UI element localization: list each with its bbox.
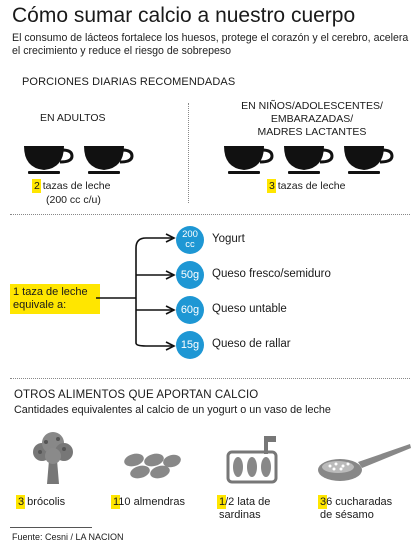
portions-divider xyxy=(188,103,189,203)
page-subtitle: El consumo de lácteos fortalece los hues… xyxy=(12,32,409,57)
cup-icon xyxy=(24,146,74,174)
badge-queso-fresco: 50g xyxy=(176,261,204,289)
badge-yogurt: 200 cc xyxy=(176,226,204,254)
adults-highlight xyxy=(32,179,41,193)
equivalence-source-line1: 1 taza de leche xyxy=(13,286,88,298)
kids-label: EN NIÑOS/ADOLESCENTES/ EMBARAZADAS/ MADR… xyxy=(222,100,402,139)
section-divider-2 xyxy=(10,378,410,379)
option-yogurt: Yogurt xyxy=(212,233,245,245)
page-title: Cómo sumar calcio a nuestro cuerpo xyxy=(12,4,356,27)
kids-cups xyxy=(224,146,394,174)
food-sardines-line2: sardinas xyxy=(219,509,261,521)
sardine-can-icon xyxy=(226,436,278,484)
source-rule xyxy=(10,527,92,528)
food-broccoli-line1: brócolis xyxy=(24,496,66,508)
portions-heading: PORCIONES DIARIAS RECOMENDADAS xyxy=(22,76,236,88)
kids-label-line2: EMBARAZADAS/ xyxy=(270,113,354,125)
kids-amount: 3 tazas de leche xyxy=(269,180,345,193)
food-almonds-number: 110 xyxy=(113,496,131,508)
sesame-spoon-icon xyxy=(318,444,411,481)
kids-label-line3: MADRES LACTANTES xyxy=(257,126,367,138)
food-broccoli: 3 brócolis xyxy=(18,496,65,509)
equivalence-source: 1 taza de leche equivale a: xyxy=(10,284,100,314)
source-note: Fuente: Cesni / LA NACION xyxy=(12,532,124,542)
cup-icon xyxy=(344,146,394,174)
adults-amount-note: (200 cc c/u) xyxy=(46,194,101,206)
equivalence-bracket xyxy=(96,233,176,351)
adults-amount: 2 tazas de leche xyxy=(34,180,110,193)
food-sardines-line1: lata de xyxy=(234,496,271,508)
food-sesame-line2: de sésamo xyxy=(320,509,374,521)
cup-icon xyxy=(84,146,134,174)
food-almonds-line1: almendras xyxy=(130,496,185,508)
adults-amount-number: 2 xyxy=(34,180,40,192)
adults-amount-text: tazas de leche xyxy=(39,180,111,192)
cup-icon xyxy=(284,146,334,174)
others-subheading: Cantidades equivalentes al calcio de un … xyxy=(14,404,331,416)
option-queso-fresco: Queso fresco/semiduro xyxy=(212,268,331,280)
badge-yogurt-unit: cc xyxy=(185,239,195,250)
badge-queso-rallar: 15g xyxy=(176,331,204,359)
option-queso-untable: Queso untable xyxy=(212,303,287,315)
adults-cups xyxy=(24,146,134,174)
food-sesame-line1: cucharadas xyxy=(332,496,393,508)
section-divider xyxy=(10,214,410,215)
kids-amount-number: 3 xyxy=(269,180,275,192)
almonds-icon xyxy=(124,453,181,479)
badge-queso-untable: 60g xyxy=(176,296,204,324)
broccoli-highlight xyxy=(16,495,25,509)
kids-highlight xyxy=(267,179,276,193)
food-sardines: 1/2 lata de sardinas xyxy=(219,496,270,522)
broccoli-icon xyxy=(33,432,73,484)
cup-icon xyxy=(224,146,274,174)
badge-yogurt-value: 200 xyxy=(182,229,198,240)
equivalence-source-line2: equivale a: xyxy=(13,299,67,311)
adults-label: EN ADULTOS xyxy=(40,112,106,124)
option-queso-rallar: Queso de rallar xyxy=(212,338,291,350)
sesame-highlight xyxy=(318,495,327,509)
food-sardines-number: 1/2 xyxy=(219,496,235,508)
sardines-highlight xyxy=(217,495,226,509)
food-broccoli-number: 3 xyxy=(18,496,25,508)
others-heading: OTROS ALIMENTOS QUE APORTAN CALCIO xyxy=(14,389,259,401)
kids-label-line1: EN NIÑOS/ADOLESCENTES/ xyxy=(241,100,383,112)
food-sesame: 36 cucharadas de sésamo xyxy=(320,496,392,522)
almonds-highlight xyxy=(111,495,120,509)
food-almonds: 110 almendras xyxy=(113,496,185,509)
kids-amount-text: tazas de leche xyxy=(274,180,346,192)
food-sesame-number: 36 xyxy=(320,496,333,508)
